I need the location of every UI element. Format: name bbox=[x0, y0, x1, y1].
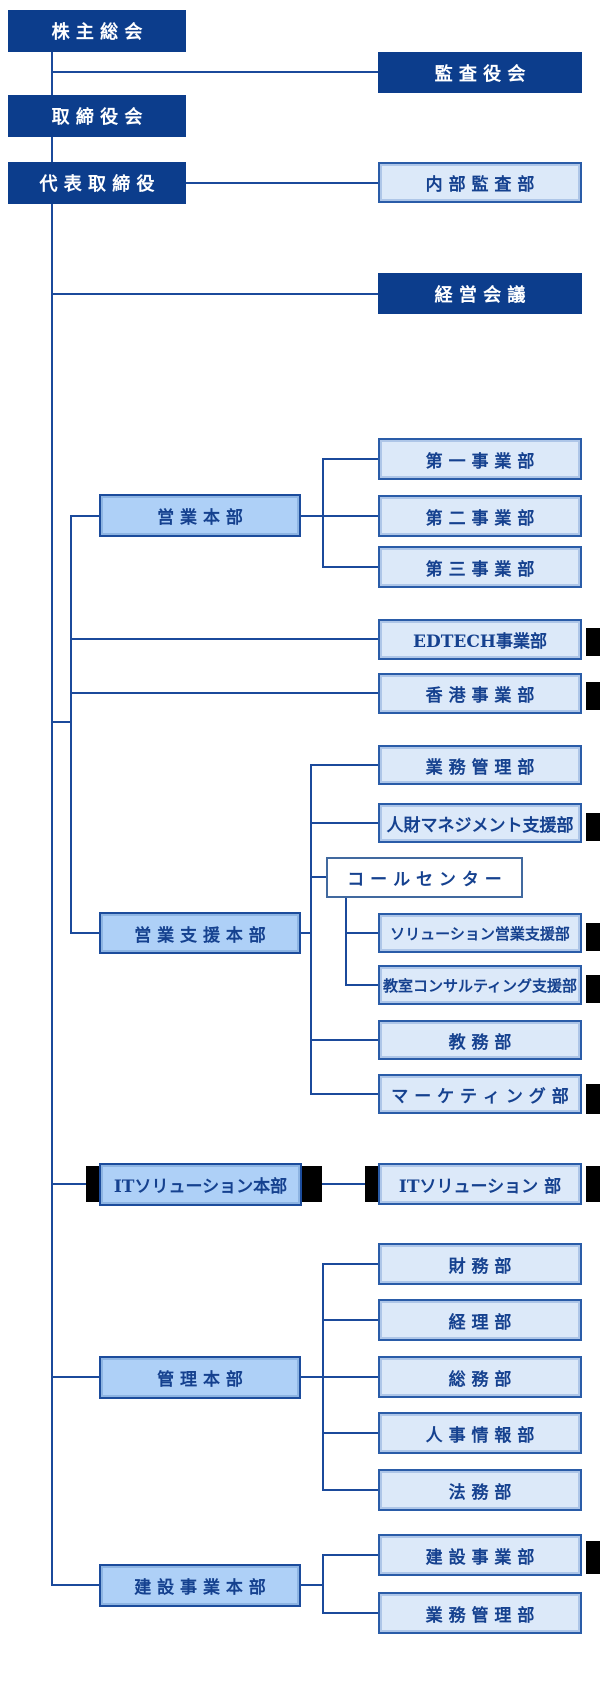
org-node-admin-hq: 管 理 本 部 bbox=[99, 1356, 301, 1399]
connector-line bbox=[70, 515, 99, 517]
connector-line bbox=[301, 1376, 378, 1378]
org-node-business-admin-dept-2: 業 務 管 理 部 bbox=[378, 1592, 582, 1634]
org-node-business-admin-dept: 業 務 管 理 部 bbox=[378, 745, 582, 785]
black-artifact-bar bbox=[586, 813, 600, 841]
org-node-construction-business-hq: 建 設 事 業 本 部 bbox=[99, 1564, 301, 1607]
black-artifact-bar bbox=[365, 1166, 378, 1202]
org-node-sales-support-hq: 営 業 支 援 本 部 bbox=[99, 912, 301, 954]
connector-line bbox=[301, 515, 378, 517]
connector-line bbox=[301, 932, 310, 934]
connector-line bbox=[322, 1263, 378, 1265]
connector-line bbox=[186, 182, 378, 184]
connector-line bbox=[322, 1489, 378, 1491]
org-node-hongkong-business-div: 香 港 事 業 部 bbox=[378, 673, 582, 714]
connector-line bbox=[310, 1039, 378, 1041]
org-node-solution-sales-support-dept: ソリューション営業支援部 bbox=[378, 913, 582, 953]
connector-line bbox=[51, 293, 378, 295]
connector-line bbox=[345, 898, 347, 986]
org-node-internal-audit-dept: 内 部 監 査 部 bbox=[378, 162, 582, 203]
org-node-audit-board: 監 査 役 会 bbox=[378, 52, 582, 93]
connector-line bbox=[322, 1319, 378, 1321]
black-artifact-bar bbox=[302, 1166, 322, 1202]
org-node-accounting-dept: 経 理 部 bbox=[378, 1299, 582, 1341]
connector-line bbox=[51, 71, 378, 73]
connector-line bbox=[322, 1612, 378, 1614]
connector-line bbox=[310, 764, 312, 1095]
connector-line bbox=[51, 52, 53, 95]
connector-line bbox=[345, 984, 378, 986]
org-node-call-center: コ ー ル セ ン タ ー bbox=[326, 857, 523, 898]
black-artifact-bar bbox=[586, 975, 600, 1003]
org-node-edtech-business-div: EDTECH事業部 bbox=[378, 619, 582, 660]
connector-line bbox=[70, 692, 378, 694]
org-node-sales-hq: 営 業 本 部 bbox=[99, 494, 301, 537]
org-node-hr-management-support-dept: 人財マネジメント支援部 bbox=[378, 803, 582, 843]
connector-line bbox=[51, 1183, 86, 1185]
org-node-it-solution-dept: ITソリューション 部 bbox=[378, 1163, 582, 1205]
org-node-shareholders-meeting: 株 主 総 会 bbox=[8, 10, 186, 52]
org-node-second-business-div: 第 二 事 業 部 bbox=[378, 495, 582, 537]
black-artifact-bar bbox=[586, 923, 600, 951]
black-artifact-bar bbox=[586, 628, 600, 656]
org-node-academic-affairs-dept: 教 務 部 bbox=[378, 1020, 582, 1060]
connector-line bbox=[322, 566, 378, 568]
org-node-marketing-dept: マ ー ケ テ ィ ン グ 部 bbox=[378, 1074, 582, 1114]
black-artifact-bar bbox=[86, 1166, 99, 1202]
connector-line bbox=[310, 1093, 378, 1095]
connector-line bbox=[51, 137, 53, 162]
org-node-finance-dept: 財 務 部 bbox=[378, 1243, 582, 1285]
connector-line bbox=[51, 204, 53, 1586]
connector-line bbox=[51, 1584, 99, 1586]
connector-line bbox=[345, 932, 378, 934]
org-node-first-business-div: 第 一 事 業 部 bbox=[378, 438, 582, 480]
org-node-representative-director: 代 表 取 締 役 bbox=[8, 162, 186, 204]
connector-line bbox=[51, 721, 70, 723]
black-artifact-bar bbox=[586, 1541, 600, 1574]
org-node-general-affairs-dept: 総 務 部 bbox=[378, 1356, 582, 1398]
connector-line bbox=[322, 1554, 378, 1556]
org-node-legal-dept: 法 務 部 bbox=[378, 1469, 582, 1511]
black-artifact-bar bbox=[586, 1166, 600, 1202]
connector-line bbox=[310, 876, 326, 878]
org-node-board-of-directors: 取 締 役 会 bbox=[8, 95, 186, 137]
org-node-hr-information-dept: 人 事 情 報 部 bbox=[378, 1412, 582, 1454]
org-node-management-meeting: 経 営 会 議 bbox=[378, 273, 582, 314]
org-node-classroom-consulting-support-dept: 教室コンサルティング支援部 bbox=[378, 965, 582, 1005]
connector-line bbox=[70, 638, 378, 640]
org-node-it-solution-hq: ITソリューション本部 bbox=[99, 1163, 302, 1206]
connector-line bbox=[322, 1554, 324, 1614]
black-artifact-bar bbox=[586, 1084, 600, 1114]
org-node-construction-business-div: 建 設 事 業 部 bbox=[378, 1534, 582, 1576]
org-node-third-business-div: 第 三 事 業 部 bbox=[378, 546, 582, 588]
connector-line bbox=[301, 1584, 322, 1586]
connector-line bbox=[70, 515, 72, 934]
connector-line bbox=[322, 1432, 378, 1434]
black-artifact-bar bbox=[586, 682, 600, 710]
connector-line bbox=[322, 458, 324, 568]
connector-line bbox=[322, 458, 378, 460]
connector-line bbox=[310, 764, 378, 766]
connector-line bbox=[322, 1183, 365, 1185]
connector-line bbox=[51, 1376, 99, 1378]
connector-line bbox=[70, 932, 99, 934]
connector-line bbox=[310, 822, 378, 824]
